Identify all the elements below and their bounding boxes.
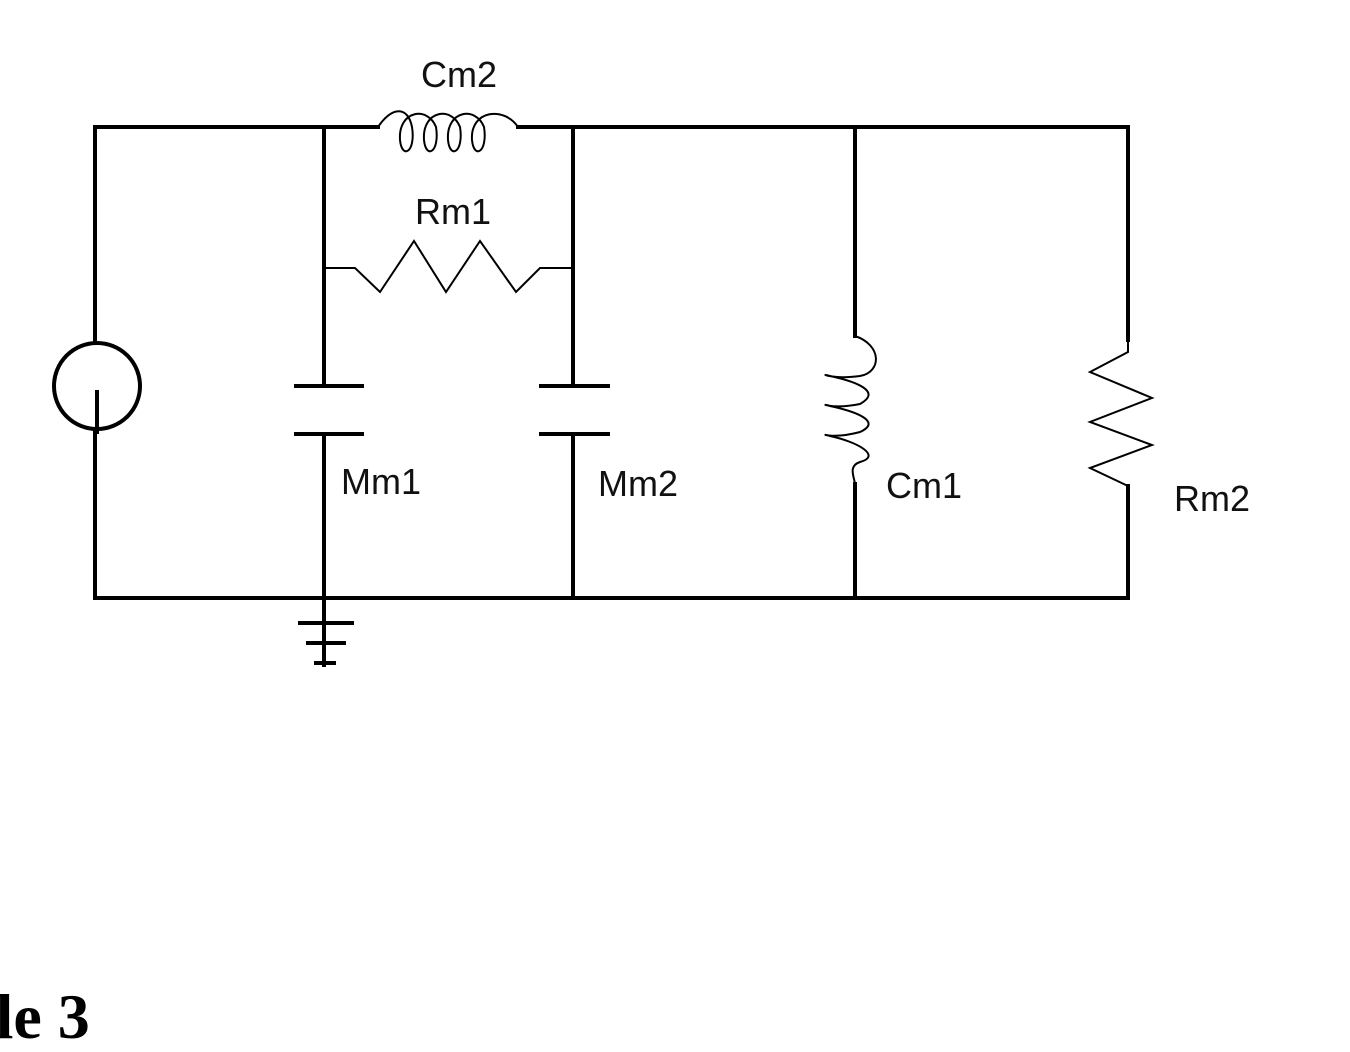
label-rm2: Rm2 <box>1174 478 1250 519</box>
voltage-source <box>52 125 142 600</box>
capacitor-mm2 <box>539 125 610 600</box>
resistor-rm2 <box>1087 125 1155 600</box>
label-rm1: Rm1 <box>415 191 491 232</box>
label-mm1: Mm1 <box>341 461 421 502</box>
inductor-cm1 <box>824 125 877 600</box>
label-cm2: Cm2 <box>421 54 497 95</box>
label-mm2: Mm2 <box>598 463 678 504</box>
ground-symbol <box>298 596 354 667</box>
resistor-rm1 <box>324 239 573 294</box>
figure-caption: ple 3 <box>0 981 90 1052</box>
inductor-cm2 <box>377 110 519 153</box>
label-cm1: Cm1 <box>886 465 962 506</box>
capacitor-mm1 <box>294 125 364 600</box>
